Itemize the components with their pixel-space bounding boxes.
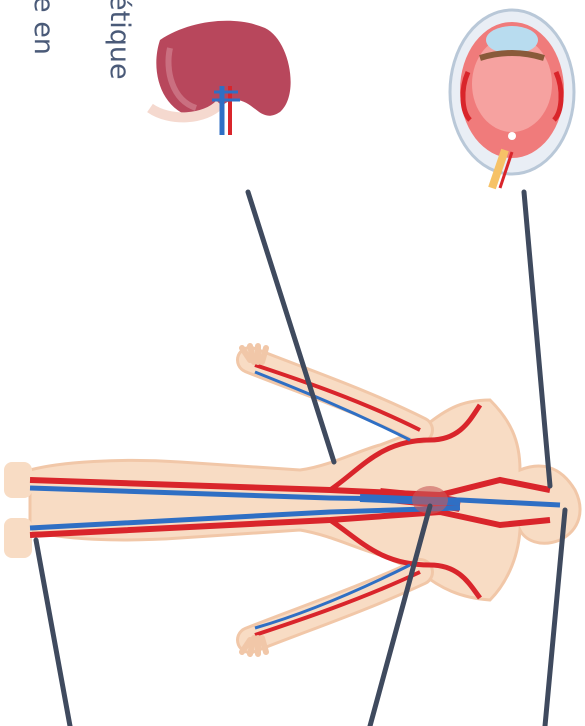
leader-line-eye bbox=[524, 192, 550, 486]
leader-line-foot bbox=[36, 540, 70, 726]
eye-illustration bbox=[450, 10, 574, 188]
human-body-illustration bbox=[4, 346, 580, 654]
kidney-illustration bbox=[150, 21, 291, 135]
leader-line-kidney bbox=[248, 192, 334, 462]
